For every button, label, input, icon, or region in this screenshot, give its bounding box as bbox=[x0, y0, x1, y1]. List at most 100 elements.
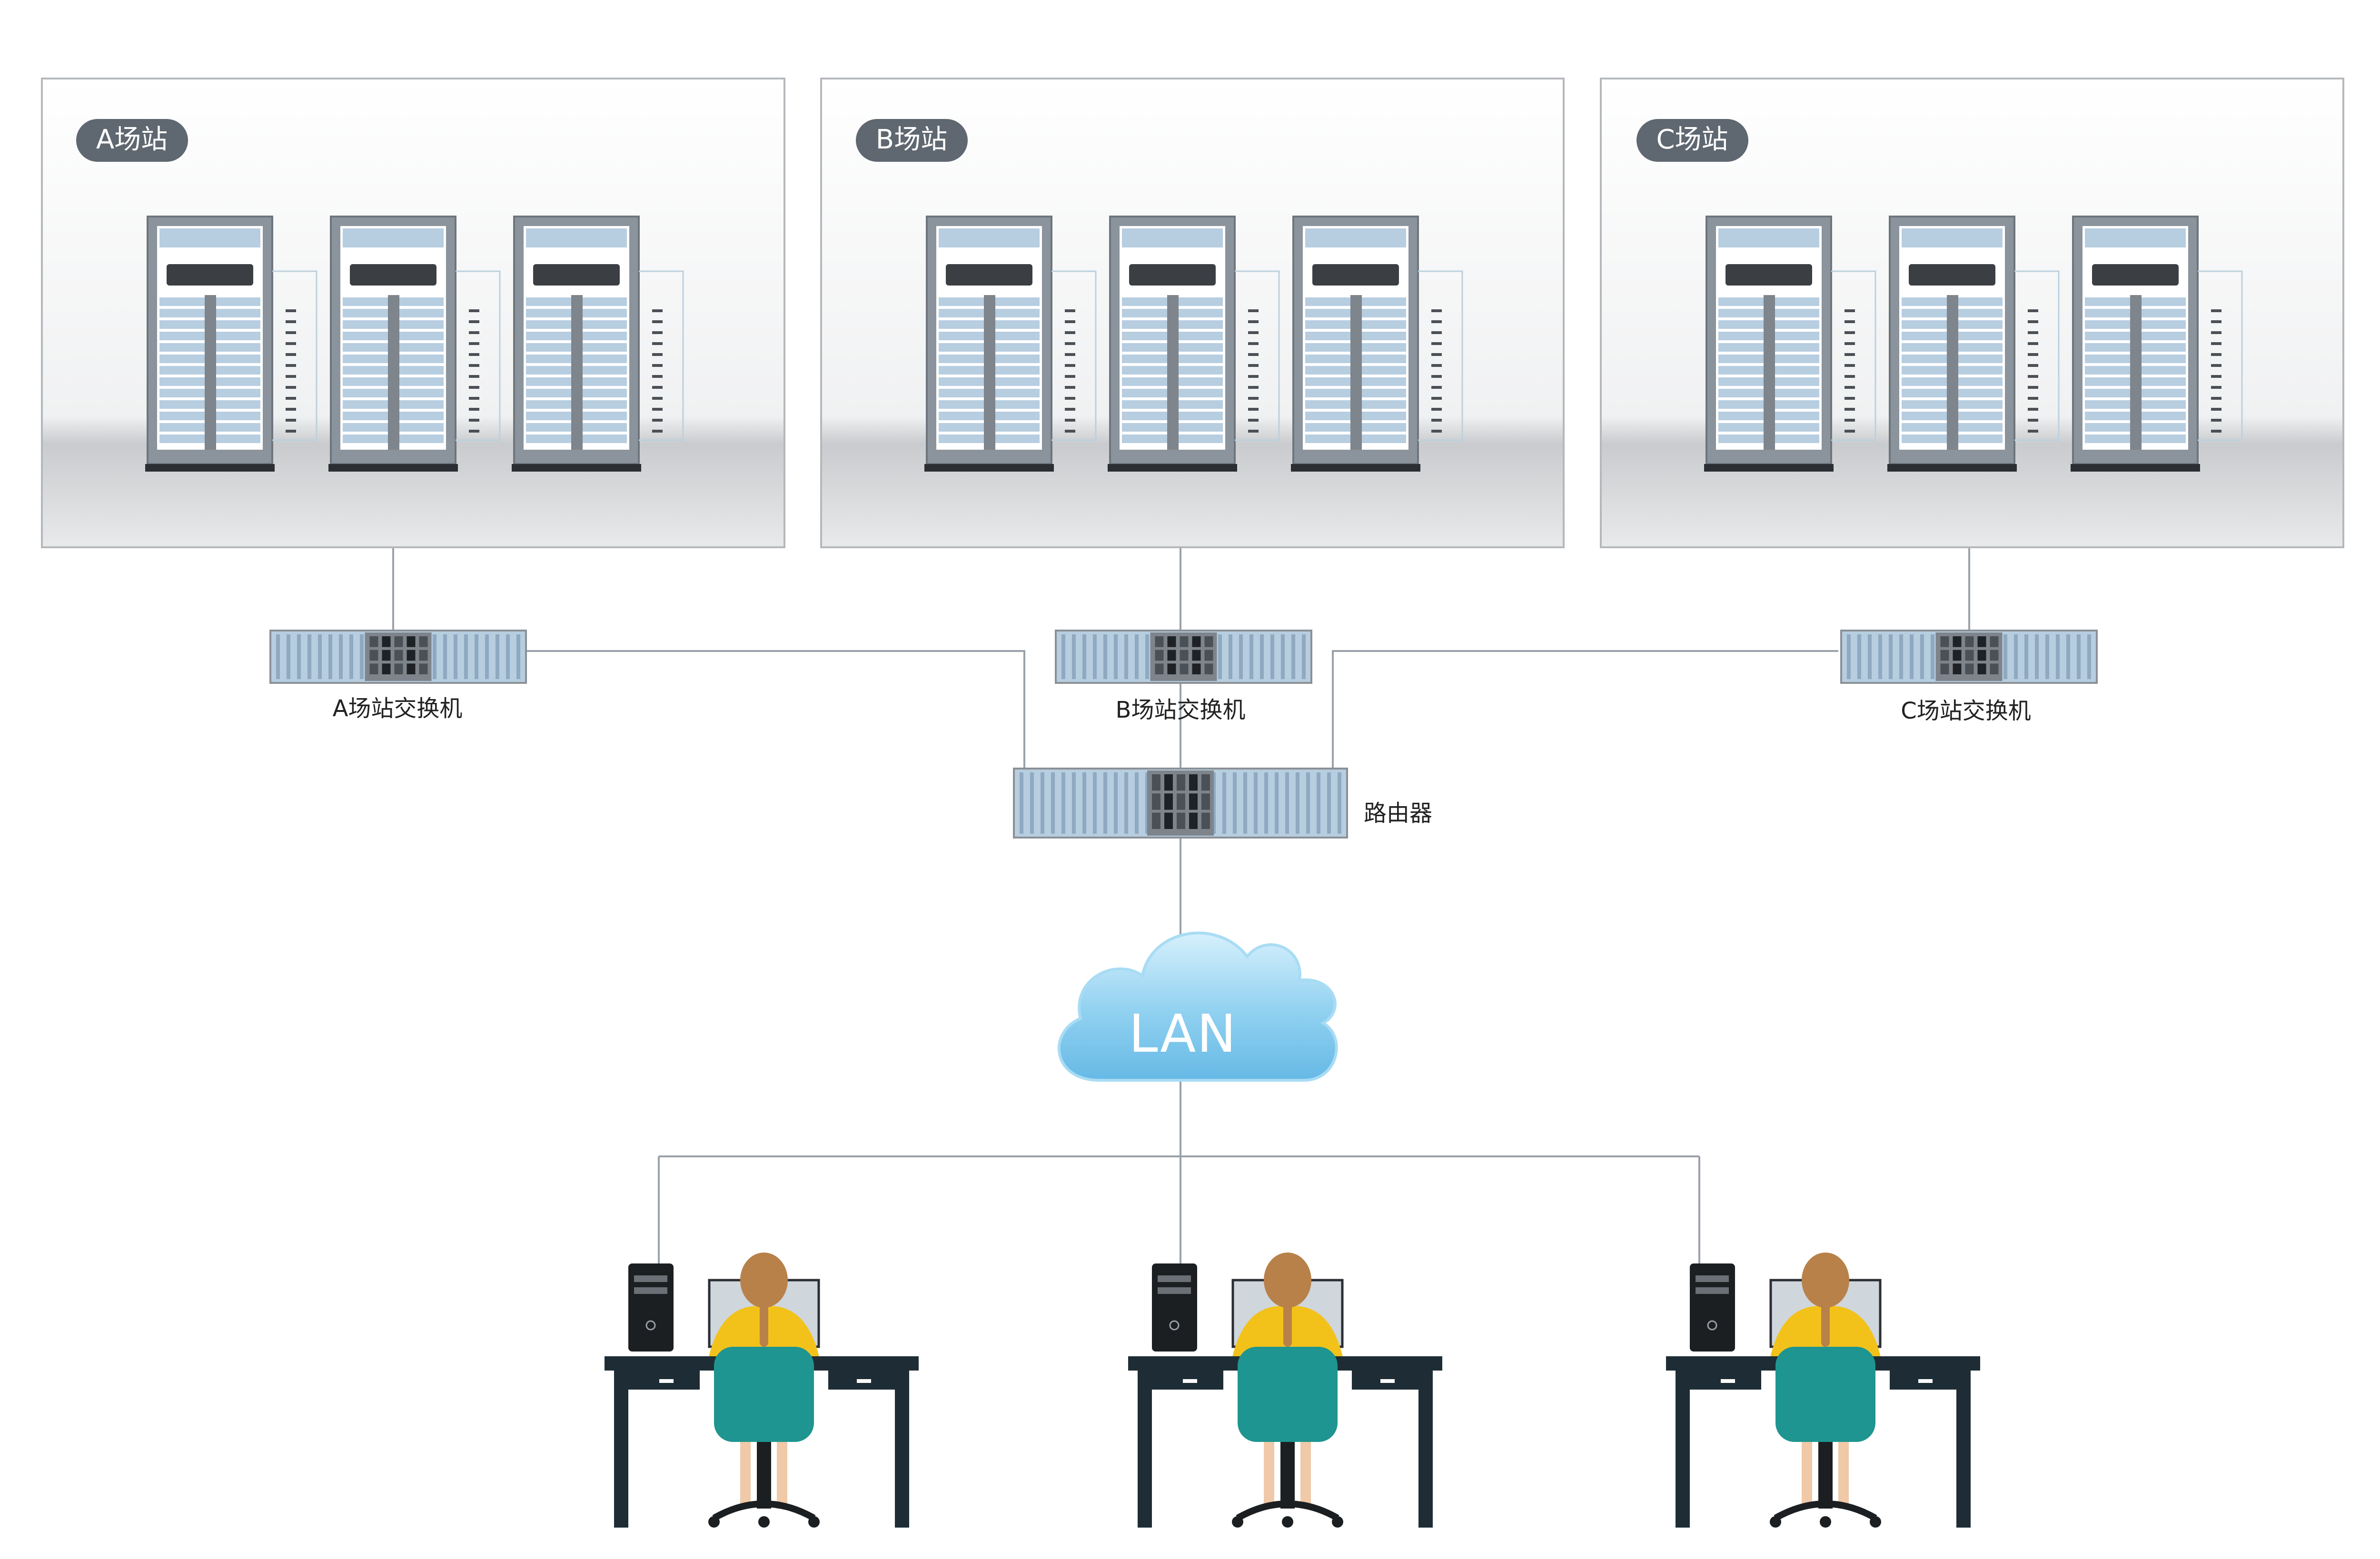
person-head bbox=[1802, 1253, 1849, 1308]
rack-port bbox=[1844, 430, 1855, 433]
chair-post bbox=[1280, 1442, 1295, 1509]
rack-top-vent bbox=[1718, 228, 1819, 247]
switch-port bbox=[407, 663, 416, 674]
tower-drive bbox=[1696, 1275, 1729, 1282]
office-chair-icon bbox=[1232, 1347, 1343, 1528]
rack-base bbox=[1887, 464, 2017, 472]
switch-port bbox=[394, 636, 403, 647]
switch-vent bbox=[1260, 634, 1264, 679]
switch-port bbox=[1167, 650, 1176, 661]
rack-port bbox=[2211, 375, 2221, 378]
person-head bbox=[740, 1253, 788, 1308]
desk-leg bbox=[895, 1371, 909, 1528]
switch-vent bbox=[1250, 634, 1253, 679]
rack-cable-bracket bbox=[1051, 270, 1097, 441]
switch-vent bbox=[485, 634, 489, 679]
person-braid bbox=[1283, 1294, 1292, 1347]
rack-device bbox=[946, 264, 1032, 286]
switch-vent bbox=[1239, 634, 1243, 679]
switch-port bbox=[382, 650, 391, 661]
cloud-icon: LAN bbox=[1057, 931, 1338, 1082]
person-leg bbox=[740, 1442, 751, 1509]
switch-vent bbox=[2087, 634, 2091, 679]
switch-vent bbox=[1229, 634, 1232, 679]
rack-port bbox=[1065, 375, 1075, 378]
rack-port bbox=[1844, 320, 1855, 323]
rack-port bbox=[652, 353, 663, 356]
switch-vent bbox=[1082, 634, 1086, 679]
rack-port bbox=[1248, 320, 1259, 323]
switch-port bbox=[1192, 636, 1201, 647]
rack-device bbox=[533, 264, 620, 286]
switch-vent bbox=[433, 634, 436, 679]
switch-vent bbox=[1020, 772, 1023, 834]
switch-vent bbox=[1072, 634, 1076, 679]
rack-port bbox=[1844, 419, 1855, 422]
switch-vent bbox=[1124, 634, 1128, 679]
switch-vent bbox=[1920, 634, 1924, 679]
rack-port bbox=[1248, 430, 1259, 433]
switch-vent bbox=[1306, 772, 1310, 834]
switch-vent bbox=[1124, 772, 1128, 834]
tower-body bbox=[1690, 1263, 1735, 1352]
rack-port bbox=[286, 430, 296, 433]
rack-device bbox=[167, 264, 253, 286]
chair-wheel bbox=[1770, 1516, 1781, 1528]
rack-port bbox=[652, 397, 663, 400]
switch-vent bbox=[1243, 772, 1247, 834]
rack-spine bbox=[984, 295, 995, 450]
switch-vent bbox=[1093, 634, 1097, 679]
rack-port bbox=[1431, 331, 1442, 334]
switch-port bbox=[382, 636, 391, 647]
switch-port bbox=[1201, 812, 1210, 829]
switch-vent bbox=[287, 634, 290, 679]
switch-port bbox=[1152, 793, 1160, 810]
switch-vent bbox=[1910, 634, 1914, 679]
rack-base bbox=[512, 464, 641, 472]
switch-port bbox=[1192, 663, 1201, 674]
switch-vent bbox=[1847, 634, 1851, 679]
switch-vent bbox=[1889, 634, 1893, 679]
switch-vent bbox=[2066, 634, 2070, 679]
rack-port bbox=[1065, 386, 1075, 389]
switch-port bbox=[1953, 663, 1962, 674]
switch-vent bbox=[349, 634, 353, 679]
rack-port bbox=[1065, 353, 1075, 356]
switch-port bbox=[1180, 663, 1189, 674]
rack-cable-bracket bbox=[456, 270, 501, 441]
switch-vent bbox=[1317, 772, 1320, 834]
switch-vent bbox=[1899, 634, 1903, 679]
switch-vent bbox=[2045, 634, 2049, 679]
switch-vent bbox=[2056, 634, 2060, 679]
switch-vent bbox=[2014, 634, 2018, 679]
rack-port bbox=[2211, 364, 2221, 367]
switch-port bbox=[1167, 636, 1176, 647]
switch-vent bbox=[1338, 772, 1341, 834]
desk-leg bbox=[1418, 1371, 1433, 1528]
desk-icon bbox=[1128, 1356, 1442, 1528]
rack-port bbox=[1065, 419, 1075, 422]
rack-port bbox=[469, 419, 479, 422]
rack-port bbox=[652, 342, 663, 345]
switch-vent bbox=[1072, 772, 1076, 834]
rack-port bbox=[469, 309, 479, 312]
rack-port bbox=[2211, 353, 2221, 356]
rack-top-vent bbox=[159, 228, 260, 247]
switch-port bbox=[1164, 774, 1173, 791]
switch-label-a: A场站交换机 bbox=[333, 695, 463, 722]
station-panel-b bbox=[820, 78, 1565, 548]
rack-base bbox=[1291, 464, 1420, 472]
switch-port bbox=[1201, 793, 1210, 810]
chair-base bbox=[712, 1500, 816, 1521]
rack-port bbox=[1844, 386, 1855, 389]
switch-port bbox=[369, 663, 378, 674]
switch-vent bbox=[1281, 634, 1285, 679]
switch-vent bbox=[1878, 634, 1882, 679]
switches-layer bbox=[269, 630, 2098, 684]
rack-port bbox=[286, 364, 296, 367]
rack-base bbox=[145, 464, 275, 472]
router-icon bbox=[1013, 768, 1348, 839]
rack-port bbox=[652, 419, 663, 422]
rack-port bbox=[652, 320, 663, 323]
switch-port bbox=[1155, 663, 1164, 674]
